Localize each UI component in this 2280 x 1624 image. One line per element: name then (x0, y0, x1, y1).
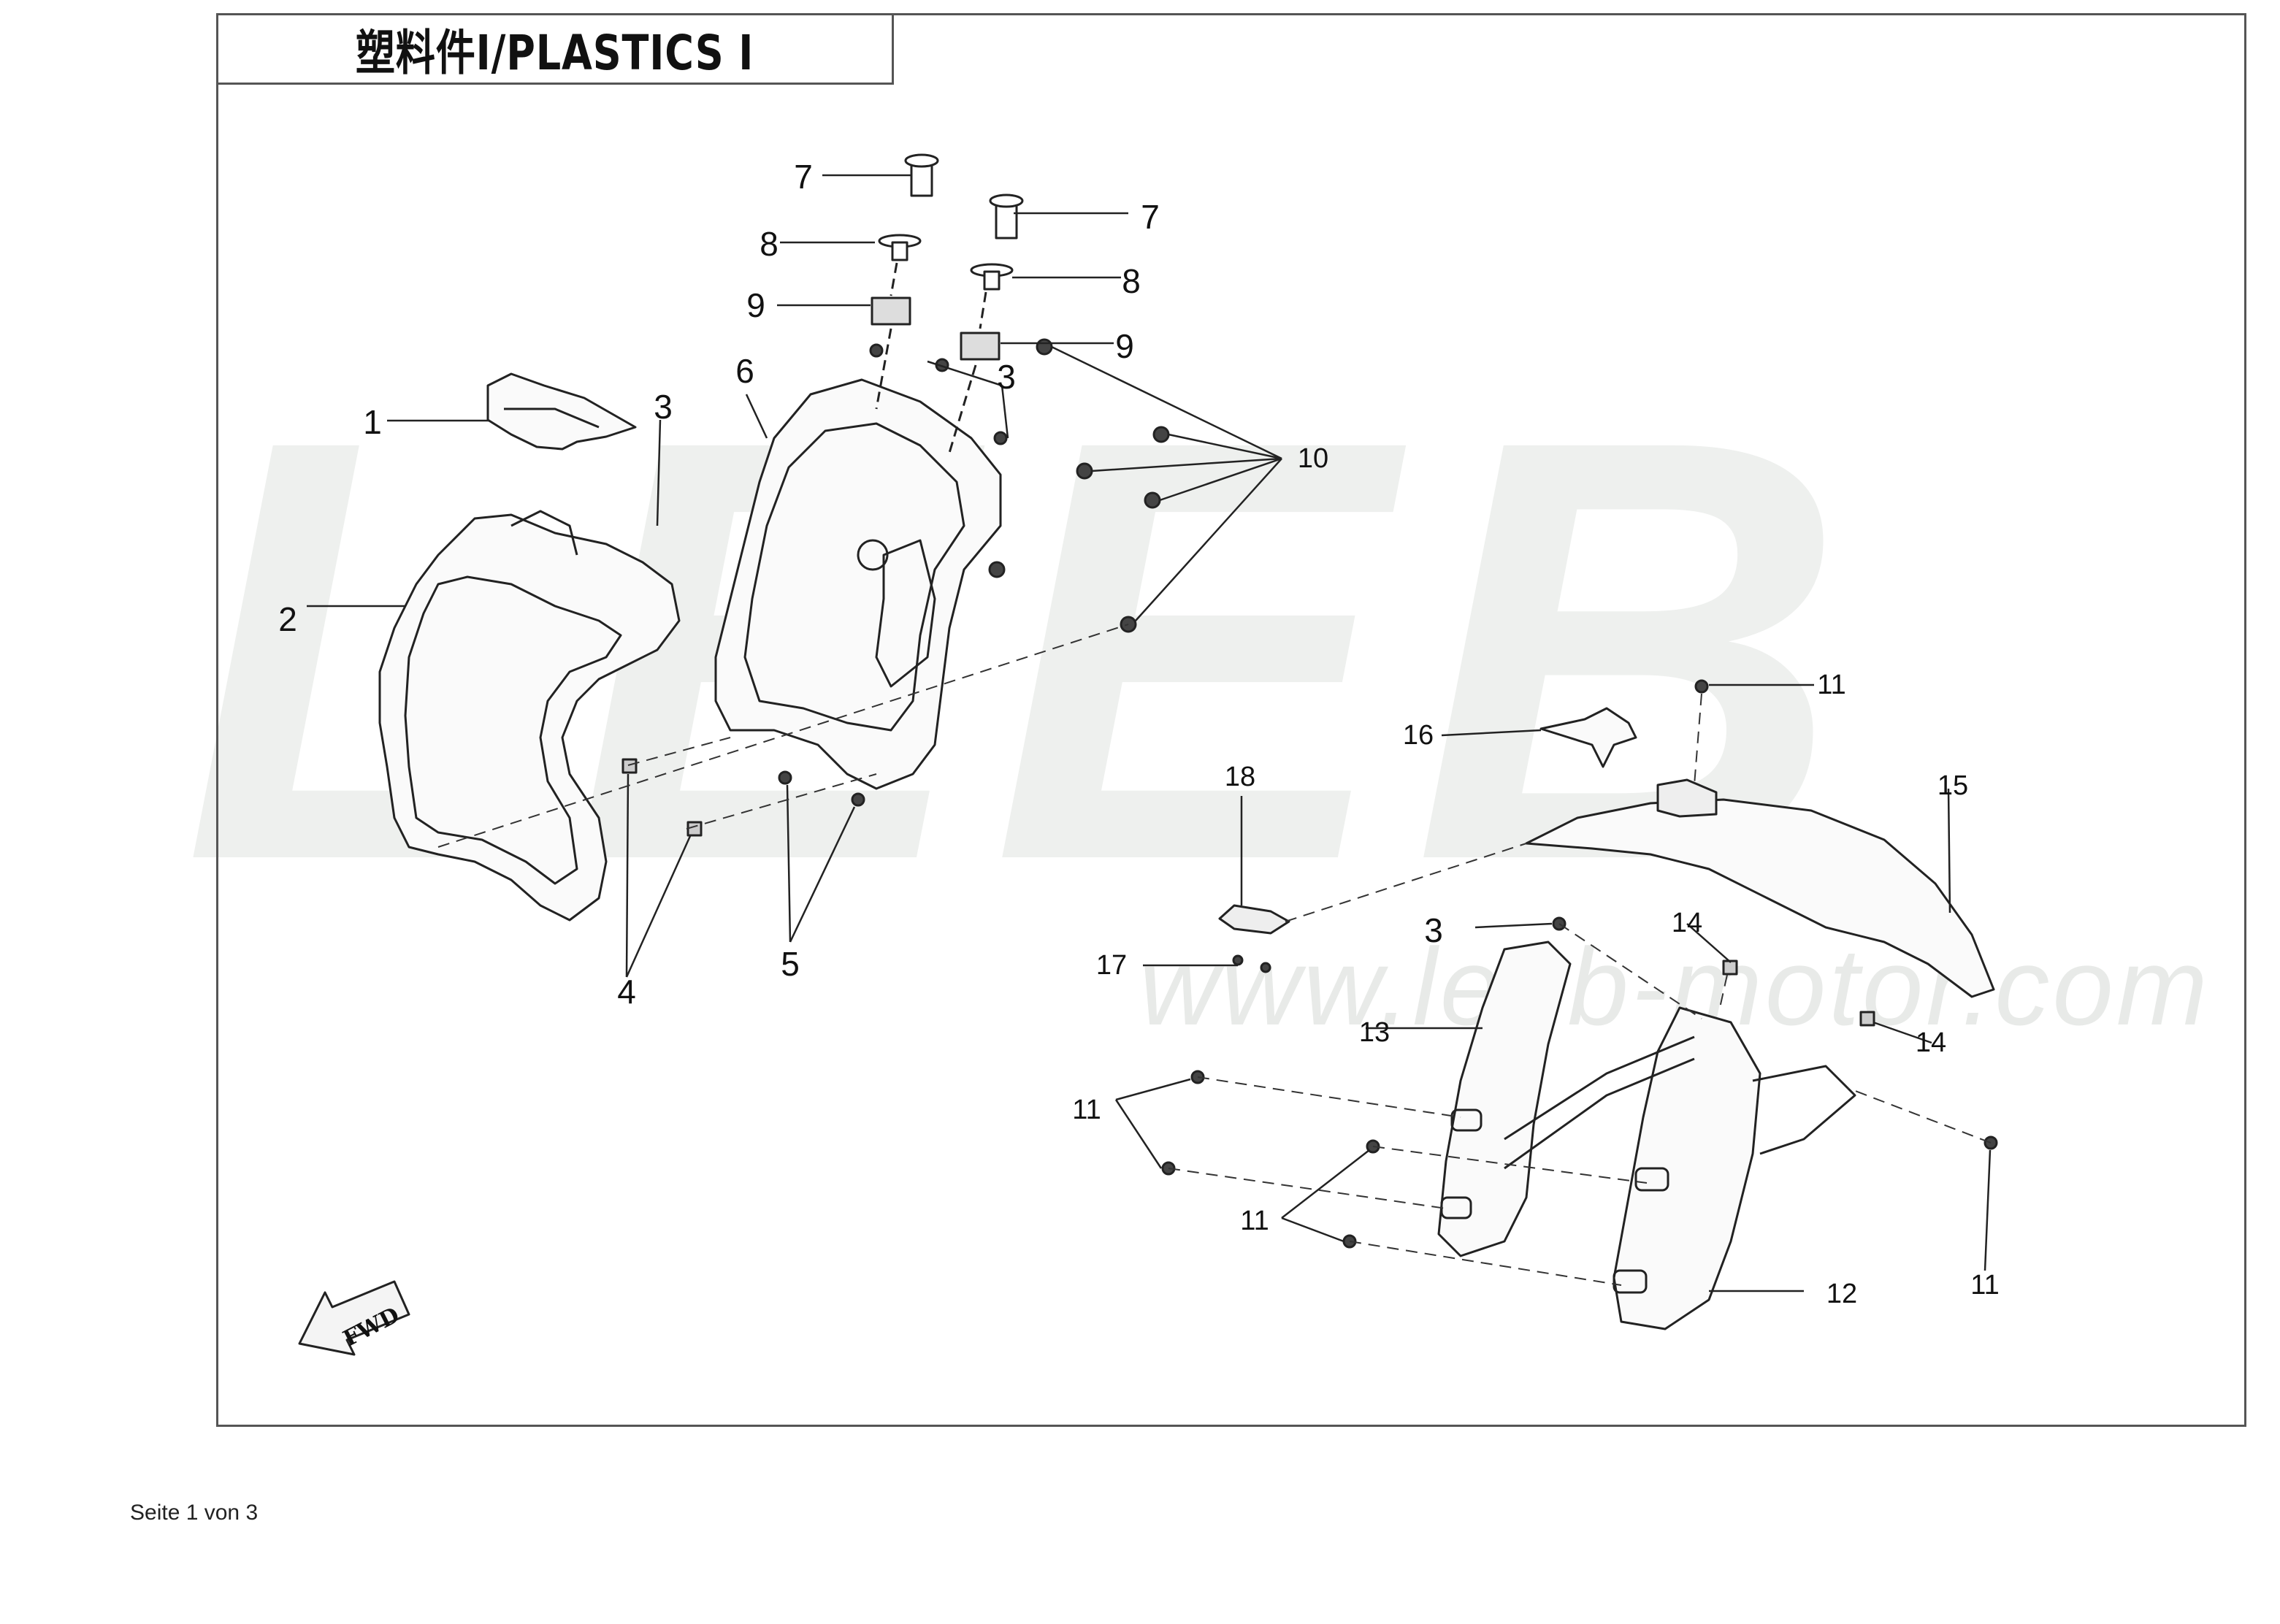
callout-10: 10 (1297, 443, 1329, 474)
callout-8: 8 (760, 225, 779, 263)
callout-1: 1 (363, 403, 382, 441)
part-14-and-11-fasteners (1161, 679, 1998, 1249)
diagram-title: 塑料件Ⅰ/PLASTICS Ⅰ (356, 25, 754, 81)
part-1-top-cover (486, 372, 637, 451)
part-18-plate (1218, 904, 1290, 973)
callout-16: 16 (1402, 720, 1434, 751)
callout-8: 8 (1122, 262, 1141, 300)
callout-18: 18 (1224, 762, 1256, 792)
callout-7: 7 (1141, 198, 1160, 236)
fwd-arrow-icon (298, 1280, 410, 1356)
callout-6: 6 (735, 352, 754, 390)
diagram-frame (216, 13, 2246, 1427)
bolt-washer-grommet-stack-left (871, 153, 939, 410)
part-4-5-clips (621, 758, 865, 837)
callout-13: 13 (1358, 1017, 1390, 1048)
part-13-left-fork-guard (1437, 941, 1572, 1257)
callout-3: 3 (997, 358, 1016, 396)
callout-9: 9 (1115, 327, 1134, 365)
callout-11: 11 (1970, 1270, 2000, 1301)
callout-14: 14 (1671, 908, 1703, 938)
title-box: 塑料件Ⅰ/PLASTICS Ⅰ (216, 13, 894, 85)
callout-4: 4 (617, 973, 636, 1011)
callout-11: 11 (1817, 670, 1846, 700)
callout-5: 5 (781, 945, 800, 983)
callout-11: 11 (1072, 1095, 1101, 1125)
callout-3: 3 (654, 388, 673, 426)
callout-7: 7 (794, 158, 813, 196)
part-15-front-fender (1525, 778, 1995, 998)
page-footer: Seite 1 von 3 (130, 1501, 259, 1525)
part-16-deflector (1539, 707, 1637, 768)
callout-15: 15 (1937, 770, 1969, 801)
callout-11: 11 (1240, 1206, 1269, 1236)
callout-14: 14 (1915, 1027, 1947, 1058)
callout-12: 12 (1826, 1279, 1858, 1309)
part-12-right-fork-guard (1504, 1006, 1856, 1330)
part-6-headlight-bracket (714, 378, 1002, 790)
bolt-washer-grommet-stack-right (948, 194, 1024, 453)
callout-3: 3 (1424, 911, 1443, 949)
callout-2: 2 (278, 600, 297, 638)
part-10-bolt-set (869, 338, 1170, 633)
part-2-headlight-frame (378, 510, 681, 922)
callout-17: 17 (1095, 950, 1128, 981)
callout-9: 9 (746, 286, 765, 324)
